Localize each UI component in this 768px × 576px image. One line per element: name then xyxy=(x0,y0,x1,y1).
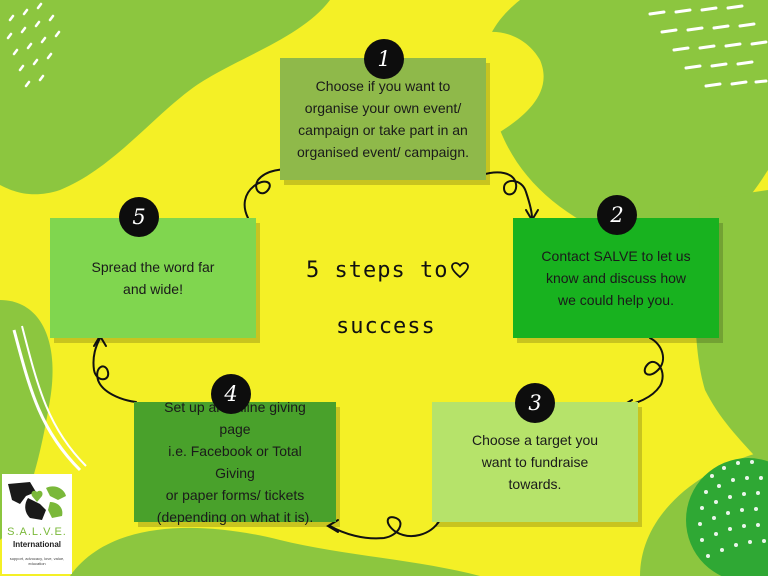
step-2-line-2: know and discuss how xyxy=(545,270,687,286)
step-1-line-4: organised event/ campaign. xyxy=(297,144,469,160)
arrow-3-to-4 xyxy=(329,516,441,540)
logo-tagline: support, advocacy, love, value, educatio… xyxy=(9,556,65,566)
arrow-4-to-5 xyxy=(92,337,137,403)
step-5-text: Spread the word far and wide! xyxy=(92,256,215,300)
step-1-text: Choose if you want to organise your own … xyxy=(297,75,469,163)
bottom-blob xyxy=(70,527,480,576)
step-1-number-badge: 1 xyxy=(364,39,404,79)
step-2-number-badge: 2 xyxy=(597,195,637,235)
step-1-line-2: organise your own event/ xyxy=(304,100,462,116)
step-2-line-3: we could help you. xyxy=(558,292,674,308)
top-right-blob xyxy=(483,0,768,247)
step-4-text: Set up an online giving page i.e. Facebo… xyxy=(148,396,322,528)
step-4-line-4: (depending on what it is). xyxy=(156,509,314,525)
dash-pattern-top-right xyxy=(648,4,768,88)
step-1-line-3: campaign or take part in an xyxy=(298,122,468,138)
step-1-line-1: Choose if you want to xyxy=(315,78,451,94)
step-4-line-3: or paper forms/ tickets xyxy=(165,487,305,503)
center-title-line-2: success xyxy=(336,314,436,339)
step-4-line-2: i.e. Facebook or Total Giving xyxy=(168,443,302,481)
step-3-line-3: towards. xyxy=(508,476,562,492)
arrow-2-to-3 xyxy=(621,337,665,407)
step-2-line-1: Contact SALVE to let us xyxy=(541,248,691,264)
white-swoosh xyxy=(12,329,82,472)
step-5-line-1: Spread the word far xyxy=(91,259,215,275)
step-2-text: Contact SALVE to let us know and discuss… xyxy=(541,245,690,311)
arrow-1-to-2 xyxy=(481,171,533,219)
step-3-line-2: want to fundraise xyxy=(481,454,589,470)
arrow-5-to-1 xyxy=(243,168,299,219)
step-5-box: Spread the word far and wide! xyxy=(50,218,256,338)
center-title-line-1: 5 steps to xyxy=(306,258,449,283)
step-4-number-badge: 4 xyxy=(211,374,251,414)
step-2-box: Contact SALVE to let us know and discuss… xyxy=(513,218,719,338)
logo-name: S.A.L.V.E. xyxy=(7,526,67,538)
step-5-number-badge: 5 xyxy=(119,197,159,237)
dash-pattern-top-left xyxy=(6,2,61,88)
step-4-box: Set up an online giving page i.e. Facebo… xyxy=(134,399,336,525)
top-left-blob xyxy=(0,0,330,195)
hands-heart-icon xyxy=(8,482,66,520)
step-3-text: Choose a target you want to fundraise to… xyxy=(472,429,598,495)
heart-outline-icon xyxy=(451,262,469,278)
step-3-line-1: Choose a target you xyxy=(471,432,599,448)
flow-arrows xyxy=(92,163,665,540)
salve-logo: S.A.L.V.E. International support, advoca… xyxy=(2,474,72,574)
step-3-number-badge: 3 xyxy=(515,383,555,423)
dotted-circle xyxy=(686,458,768,576)
step-5-line-2: and wide! xyxy=(123,281,183,297)
logo-subtitle: International xyxy=(12,540,61,549)
